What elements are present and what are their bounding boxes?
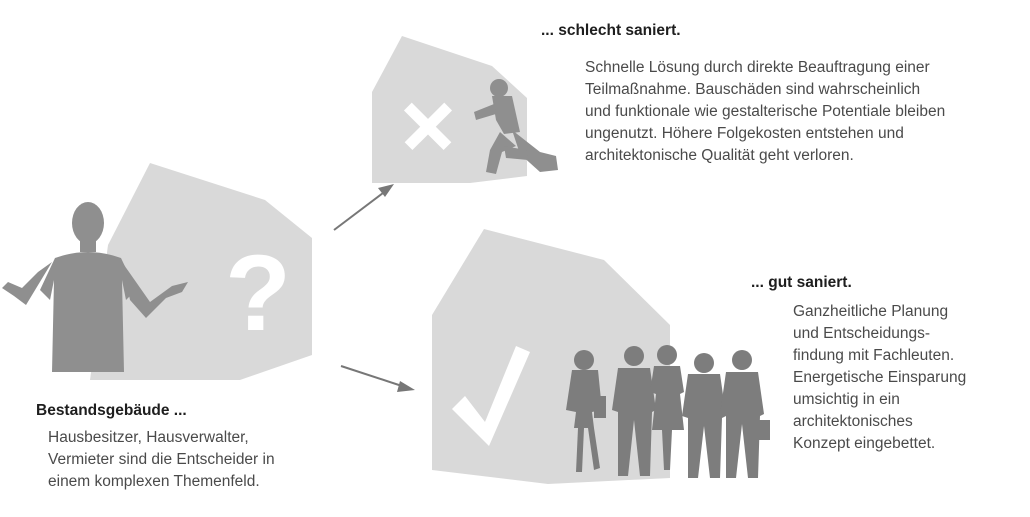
arrow-to-good	[340, 365, 415, 392]
business-team-icon	[566, 345, 770, 478]
good-line-3: findung mit Fachleuten.	[793, 347, 955, 364]
good-line-7: Konzept eingebettet.	[793, 435, 936, 452]
good-line-6: architektonisches	[793, 413, 913, 430]
arrow-to-bad	[333, 184, 394, 231]
question-mark-icon: ?	[225, 232, 291, 353]
existing-heading: Bestandsgebäude ...	[36, 402, 187, 419]
existing-line-1: Hausbesitzer, Hausverwalter,	[48, 429, 249, 446]
existing-line-2: Vermieter sind die Entscheider in	[48, 451, 275, 468]
bad-line-3: und funktionale wie gestalterische Poten…	[585, 103, 946, 120]
cross-icon	[403, 102, 453, 151]
kneeling-worker-icon	[474, 79, 558, 174]
existing-line-3: einem komplexen Themenfeld.	[48, 473, 260, 490]
bad-text-block: ... schlecht saniert. Schnelle Lösung du…	[541, 22, 945, 167]
bad-line-2: Teilmaßnahme. Bauschäden sind wahrschein…	[585, 81, 921, 98]
good-line-1: Ganzheitliche Planung	[793, 303, 949, 320]
good-renovation-building	[432, 229, 770, 484]
checkmark-icon	[452, 346, 530, 446]
shrugging-man-icon	[2, 202, 188, 372]
bad-line-5: architektonische Qualität geht verloren.	[585, 147, 854, 164]
good-line-4: Energetische Einsparung	[793, 369, 967, 386]
good-heading: ... gut saniert.	[751, 274, 852, 291]
existing-text-block: Bestandsgebäude ... Hausbesitzer, Hausve…	[36, 402, 275, 493]
bad-heading: ... schlecht saniert.	[541, 22, 681, 39]
good-line-2: und Entscheidungs-	[793, 325, 931, 342]
bad-line-1: Schnelle Lösung durch direkte Beauftragu…	[585, 59, 930, 76]
bad-line-4: ungenutzt. Höhere Folgekosten entstehen …	[585, 125, 904, 142]
existing-house-shape	[90, 163, 312, 380]
existing-building: ?	[2, 163, 312, 380]
bad-renovation-building	[372, 36, 558, 183]
good-line-5: umsichtig in ein	[793, 391, 900, 408]
good-text-block: ... gut saniert. Ganzheitliche Planung u…	[751, 274, 966, 455]
